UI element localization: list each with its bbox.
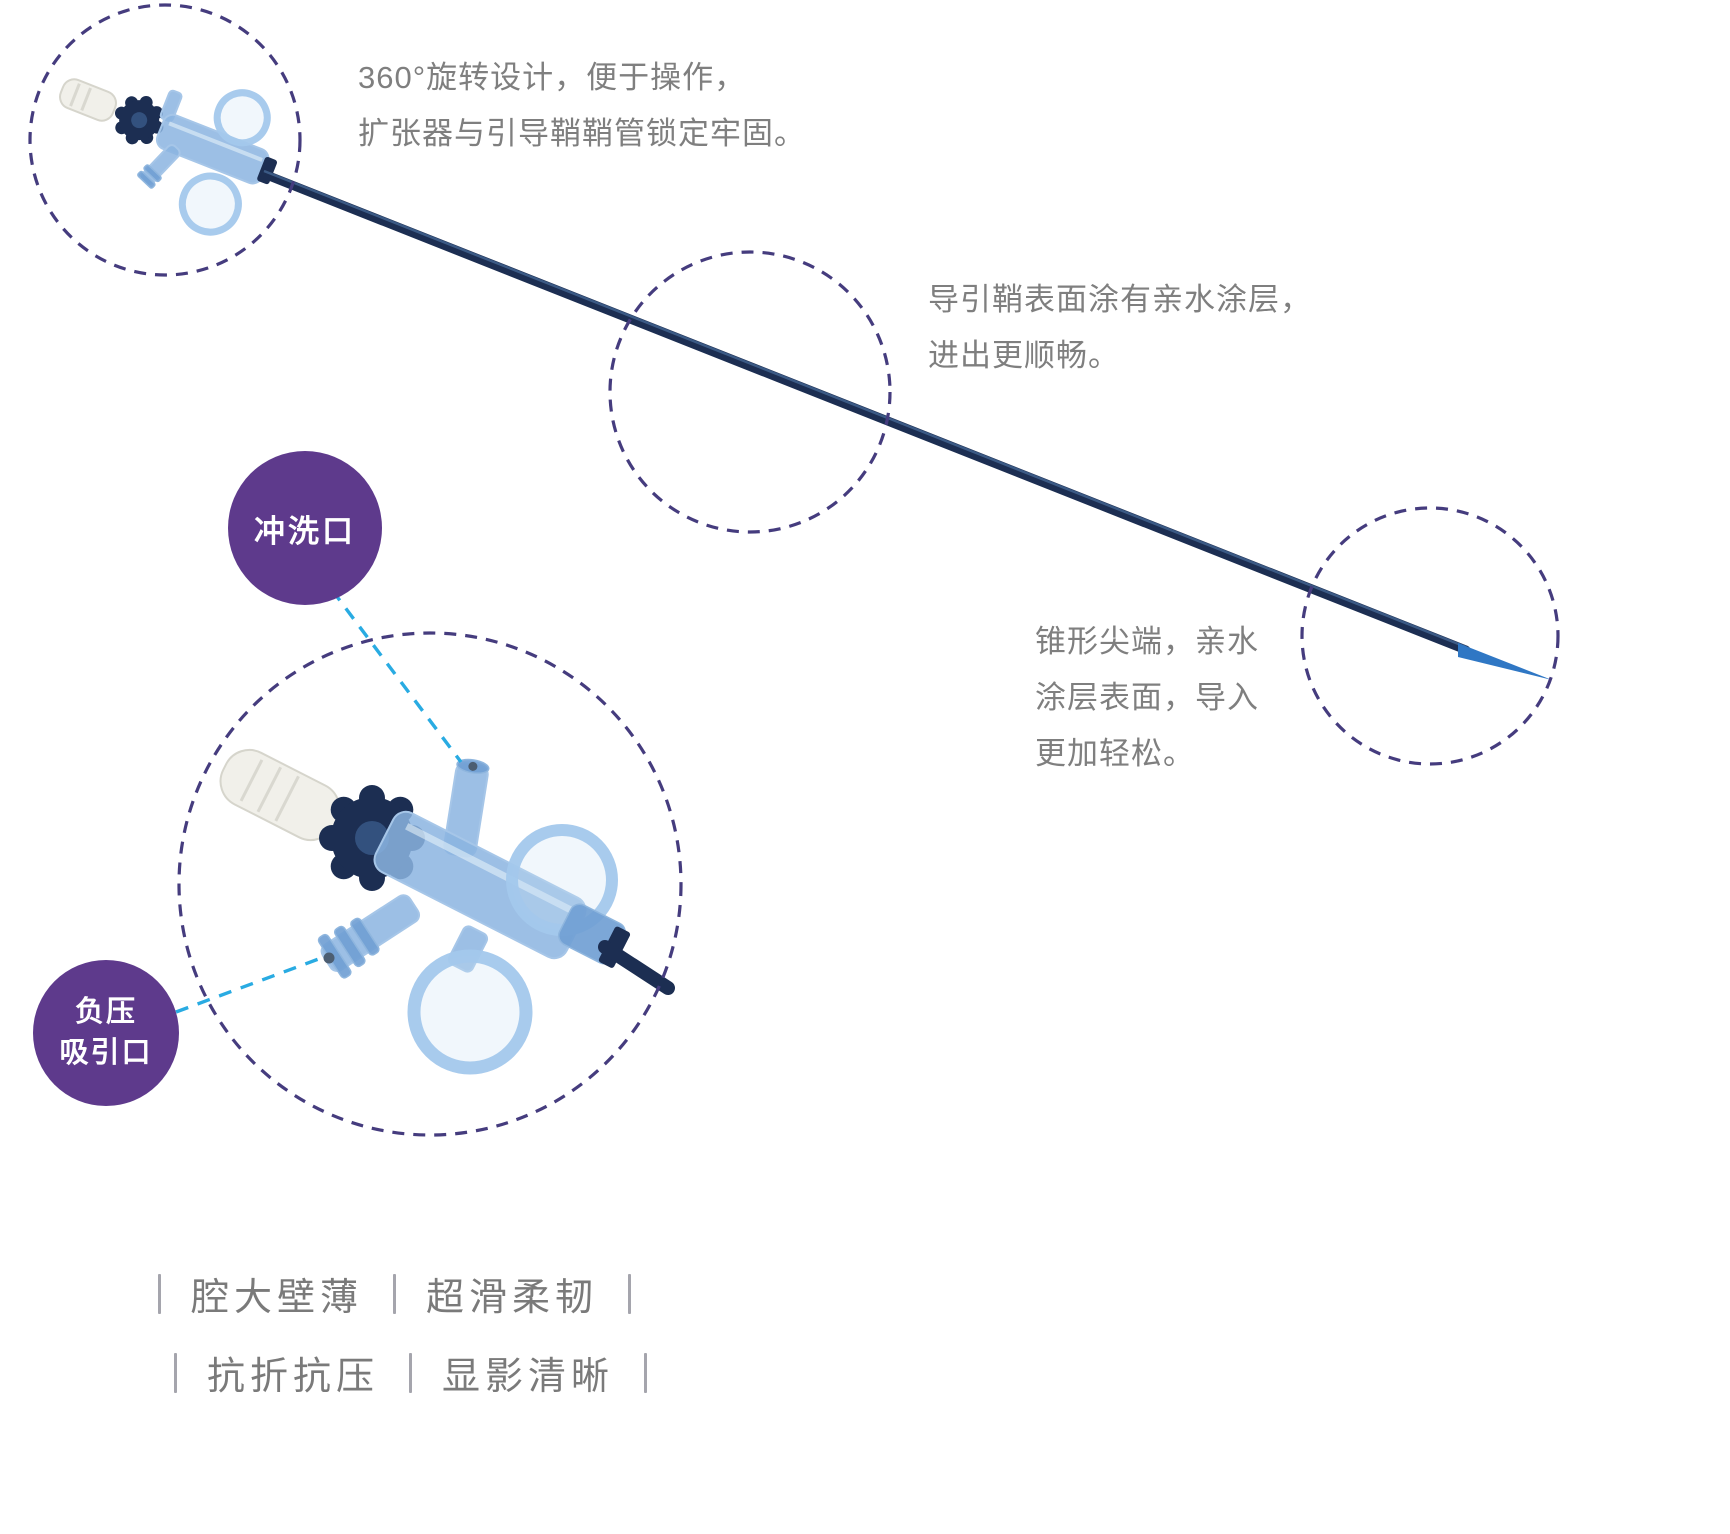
annotation-line: 扩张器与引导鞘鞘管锁定牢固。 — [358, 116, 806, 151]
feature-list: 腔大壁薄 超滑柔韧 抗折抗压 显影清晰 — [158, 1266, 648, 1400]
suction-port-label: 负压 吸引口 — [33, 960, 179, 1106]
feature-row: 抗折抗压 显影清晰 — [174, 1345, 648, 1400]
annotation-line: 锥形尖端，亲水 — [1035, 624, 1259, 659]
feature-item: 显影清晰 — [442, 1356, 615, 1398]
leader-irrigation — [330, 588, 463, 764]
irrigation-port-label: 冲洗口 — [228, 451, 382, 605]
sheath-device — [59, 78, 1552, 680]
zoomed-hub-detail — [219, 748, 675, 1075]
separator-bar — [158, 1273, 161, 1314]
feature-item: 超滑柔韧 — [426, 1277, 599, 1319]
annotation-line: 进出更顺畅。 — [928, 338, 1120, 373]
annotation-line: 360°旋转设计，便于操作， — [358, 60, 747, 95]
suction-port-dot — [323, 952, 335, 964]
separator-bar — [393, 1273, 397, 1314]
highlight-circle-tip — [1300, 506, 1560, 766]
dilator-cap — [59, 78, 117, 122]
sheath-shaft — [259, 169, 1471, 655]
feature-item: 腔大壁薄 — [191, 1277, 364, 1319]
highlight-circle-shaft — [608, 250, 892, 534]
highlight-circle-detail — [177, 631, 683, 1137]
separator-bar — [628, 1273, 632, 1314]
sheath-tip — [1458, 643, 1552, 680]
feature-row: 腔大壁薄 超滑柔韧 — [158, 1266, 647, 1321]
suction-port-small — [137, 144, 181, 189]
irrigation-port-label-text: 冲洗口 — [254, 513, 356, 549]
suction-port-label-line: 吸引口 — [59, 1037, 153, 1069]
device-hub — [59, 78, 278, 236]
ring-handle-upper — [213, 89, 271, 147]
suction-port-tube — [317, 894, 421, 979]
separator-bar — [644, 1352, 648, 1393]
ring-handle-lower-zoom — [407, 949, 533, 1075]
leader-suction — [175, 955, 325, 1014]
annotation-tapered-tip: 锥形尖端，亲水 涂层表面，导入 更加轻松。 — [1035, 614, 1259, 782]
annotation-line: 更加轻松。 — [1035, 736, 1195, 771]
annotation-line: 导引鞘表面涂有亲水涂层， — [928, 282, 1312, 317]
annotation-line: 涂层表面，导入 — [1035, 680, 1259, 715]
suction-port-label-line: 负压 — [74, 996, 137, 1028]
rotation-wheel — [114, 95, 164, 145]
irrigation-port-tube — [443, 758, 490, 858]
annotation-rotation-design: 360°旋转设计，便于操作， 扩张器与引导鞘鞘管锁定牢固。 — [358, 50, 806, 162]
ring-handle-lower — [178, 172, 242, 236]
separator-bar — [174, 1352, 177, 1393]
shaft-stub-zoom — [598, 940, 675, 995]
separator-bar — [409, 1352, 413, 1393]
annotation-hydrophilic-coating: 导引鞘表面涂有亲水涂层， 进出更顺畅。 — [928, 272, 1312, 384]
feature-item: 抗折抗压 — [207, 1356, 380, 1398]
highlight-circle-hub — [28, 3, 302, 277]
